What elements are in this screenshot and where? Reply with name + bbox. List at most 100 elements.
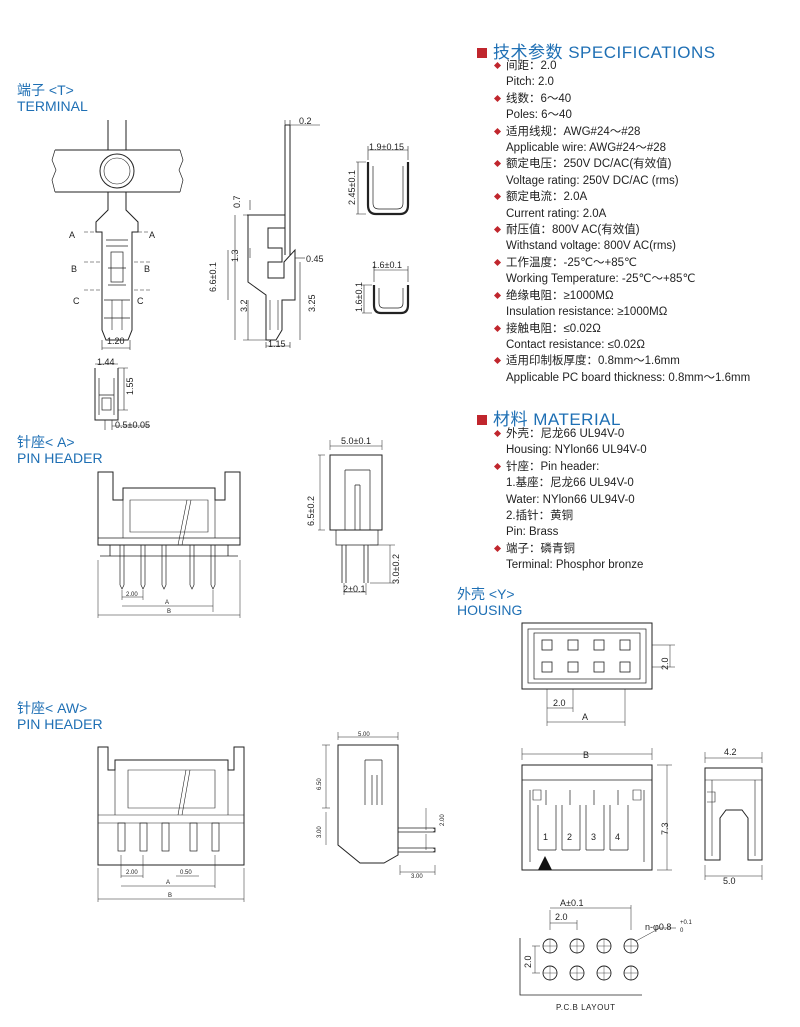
crimp-section-upper bbox=[356, 146, 410, 216]
spec-row: 额定电流：2.0A bbox=[492, 189, 750, 205]
material-row: Pin: Brass bbox=[506, 526, 559, 539]
pcb-dim-a: A±0.1 bbox=[560, 898, 583, 908]
terminal-end-bottom: 0.5±0.05 bbox=[115, 420, 150, 430]
pcb-hole-tol-zero: 0 bbox=[680, 928, 684, 934]
terminal-title: 端子 <T> TERMINAL bbox=[17, 82, 88, 114]
phaw-side-height: 6.50 bbox=[317, 778, 323, 790]
terminal-top-view bbox=[51, 120, 184, 350]
housing-top-height: 2.0 bbox=[660, 657, 670, 670]
pcb-hole-spec: n-φ0.8 bbox=[645, 922, 671, 932]
crimp1-width: 1.9±0.15 bbox=[369, 142, 404, 152]
side-045: 0.45 bbox=[306, 254, 324, 264]
crimp1-height: 2.45±0.1 bbox=[347, 170, 357, 205]
housing-num-1: 1 bbox=[543, 832, 548, 842]
phaw-dim-a: A bbox=[166, 880, 170, 886]
side-13: 1.3 bbox=[230, 249, 240, 262]
material-row: 2.插针：黄铜 bbox=[506, 510, 574, 523]
spec-row: Poles: 6～40 bbox=[506, 109, 572, 122]
side-thickness: 0.2 bbox=[299, 116, 312, 126]
spec-row: Working Temperature: -25℃～+85℃ bbox=[506, 273, 696, 286]
pcb-hole-tol-plus: +0.1 bbox=[680, 920, 693, 926]
pha-side-height: 6.5±0.2 bbox=[306, 496, 316, 526]
crimp2-width: 1.6±0.1 bbox=[372, 260, 402, 270]
housing-front-view bbox=[521, 748, 672, 871]
section-b-right: B bbox=[144, 264, 150, 274]
housing-front-height: 7.3 bbox=[660, 822, 670, 835]
pin-header-a-title: 针座< A> PIN HEADER bbox=[17, 434, 103, 466]
spec-row: 线数：6～40 bbox=[492, 91, 750, 107]
spec-row: 额定电压：250V DC/AC(有效值) bbox=[492, 156, 750, 172]
red-square-icon bbox=[477, 415, 487, 425]
terminal-title-cn: 端子 <T> bbox=[17, 82, 74, 98]
material-heading-text: 材料 MATERIAL bbox=[493, 410, 621, 429]
pcb-pitch-x: 2.0 bbox=[555, 912, 568, 922]
section-c-right: C bbox=[137, 296, 144, 306]
housing-top-pitch: 2.0 bbox=[553, 698, 566, 708]
housing-num-4: 4 bbox=[615, 832, 620, 842]
material-heading: 材料 MATERIAL bbox=[477, 405, 621, 430]
pin-header-aw-side bbox=[322, 732, 436, 875]
pin-header-a-front bbox=[97, 471, 241, 618]
pin-header-aw-front bbox=[97, 746, 245, 902]
pcb-layout-label: P.C.B LAYOUT bbox=[556, 1003, 616, 1012]
terminal-end-width: 1.44 bbox=[97, 357, 115, 367]
housing-side-view bbox=[704, 752, 763, 880]
housing-top-view bbox=[521, 622, 675, 726]
terminal-end-height: 1.55 bbox=[125, 377, 135, 395]
spec-row: 绝缘电阻：≥1000MΩ bbox=[492, 288, 750, 304]
spec-row: Contact resistance: ≤0.02Ω bbox=[506, 338, 645, 351]
spec-row: Insulation resistance: ≥1000MΩ bbox=[506, 306, 668, 319]
housing-title: 外壳 <Y> HOUSING bbox=[457, 586, 522, 618]
spec-row: 适用印制板厚度：0.8mm～1.6mm bbox=[492, 353, 750, 369]
spec-row: 间距：2.0 bbox=[492, 58, 750, 74]
pha-dim-a: A bbox=[165, 600, 169, 606]
side-115: 1.15 bbox=[268, 339, 286, 349]
spec-row: Voltage rating: 250V DC/AC (rms) bbox=[506, 174, 679, 187]
side-height: 6.6±0.1 bbox=[208, 262, 218, 292]
crimp2-height: 1.6±0.1 bbox=[354, 282, 364, 312]
housing-side-bottom: 5.0 bbox=[723, 876, 736, 886]
phaw-side-300: 3.00 bbox=[317, 826, 323, 838]
pin-header-a-side bbox=[318, 440, 395, 595]
pcb-layout bbox=[519, 905, 676, 996]
pcb-pitch-y: 2.0 bbox=[523, 955, 533, 968]
housing-title-cn: 外壳 <Y> bbox=[457, 586, 515, 602]
pin-header-aw-title-en: PIN HEADER bbox=[17, 716, 103, 732]
phaw-side-bottom: 3.00 bbox=[411, 874, 423, 880]
section-b-left: B bbox=[71, 264, 77, 274]
material-row: Terminal: Phosphor bronze bbox=[506, 559, 644, 572]
material-row: 外壳：尼龙66 UL94V-0 bbox=[492, 426, 647, 442]
housing-side-width: 4.2 bbox=[724, 747, 737, 757]
spec-row: 适用线规：AWG#24～#28 bbox=[492, 124, 750, 140]
material-row: 1.基座：尼龙66 UL94V-0 bbox=[506, 477, 634, 490]
material-row: 端子：磷青铜 bbox=[492, 541, 647, 557]
side-32: 3.2 bbox=[239, 299, 249, 312]
terminal-title-en: TERMINAL bbox=[17, 98, 88, 114]
pin-header-aw-title: 针座< AW> PIN HEADER bbox=[17, 700, 103, 732]
housing-title-en: HOUSING bbox=[457, 602, 523, 618]
phaw-side-200: 2.00 bbox=[440, 814, 446, 826]
red-square-icon bbox=[477, 48, 487, 58]
spec-row: Applicable PC board thickness: 0.8mm～1.6… bbox=[506, 371, 751, 384]
phaw-pin-width: 0.50 bbox=[180, 870, 192, 876]
spec-row: Withstand voltage: 800V AC(rms) bbox=[506, 240, 677, 253]
housing-front-b: B bbox=[583, 750, 589, 760]
material-row: Housing: NYlon66 UL94V-0 bbox=[506, 444, 647, 457]
material-row: 针座：Pin header: bbox=[492, 459, 647, 475]
crimp-section-lower bbox=[362, 266, 410, 315]
housing-num-3: 3 bbox=[591, 832, 596, 842]
pin-header-a-title-en: PIN HEADER bbox=[17, 450, 103, 466]
section-c-left: C bbox=[73, 296, 80, 306]
section-a-right: A bbox=[149, 230, 155, 240]
pha-pin-length: 3.0±0.2 bbox=[391, 554, 401, 584]
pha-pitch: 2.00 bbox=[126, 592, 138, 598]
terminal-end-view bbox=[94, 363, 150, 430]
spec-row: 耐压值：800V AC(有效值) bbox=[492, 222, 750, 238]
spec-row: Applicable wire: AWG#24～#28 bbox=[506, 142, 667, 155]
pin-header-aw-title-cn: 针座< AW> bbox=[17, 700, 88, 716]
housing-top-a: A bbox=[582, 712, 588, 722]
side-07: 0.7 bbox=[232, 195, 242, 208]
pin-header-a-title-cn: 针座< A> bbox=[17, 434, 75, 450]
side-325: 3.25 bbox=[307, 294, 317, 312]
